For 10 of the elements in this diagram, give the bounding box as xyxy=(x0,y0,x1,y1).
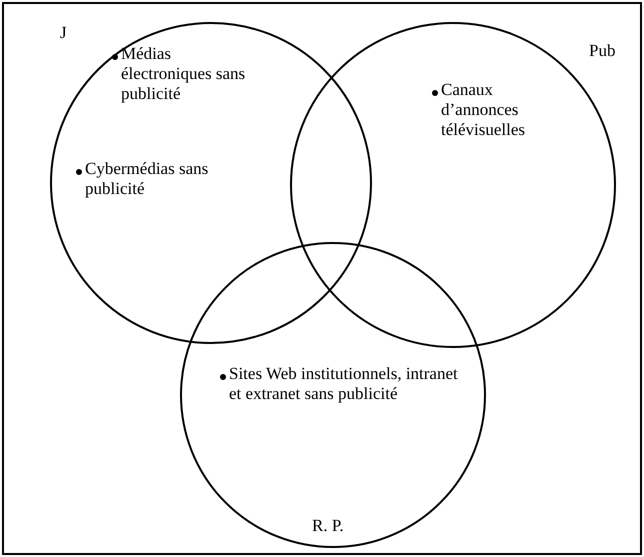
set-item-text: Canaux d’annonces télévisuelles xyxy=(441,80,526,140)
set-label: R. P. xyxy=(312,517,344,536)
set-item-text: Cybermédias sans publicité xyxy=(85,159,210,199)
set-item-text: Médias électroniques sans publicité xyxy=(121,44,246,104)
venn-circle xyxy=(290,22,616,348)
venn-circle xyxy=(180,242,486,548)
venn-circle xyxy=(50,22,372,344)
set-item-text: Sites Web institutionnels, intranet et extranet sans publicité xyxy=(229,364,459,404)
set-label: Pub xyxy=(589,42,616,61)
set-label: J xyxy=(60,24,67,43)
